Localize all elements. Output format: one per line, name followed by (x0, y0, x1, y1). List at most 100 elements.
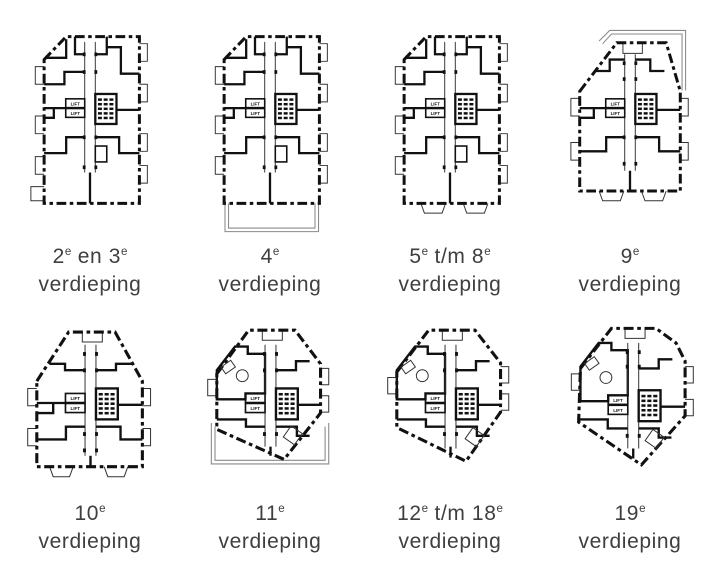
stair-hatch (97, 98, 102, 102)
balcony-tab (680, 98, 689, 117)
stair-hatch (283, 117, 288, 120)
stair-hatch (284, 393, 289, 396)
floor-label-line2: verdieping (398, 529, 502, 553)
stair-hatch (283, 98, 288, 102)
lift-box (244, 108, 266, 119)
balcony-tab (386, 377, 397, 395)
stair-hatch (640, 399, 646, 403)
stair-hatch (278, 402, 283, 406)
stair-hatch (652, 404, 657, 408)
balcony-tab (319, 84, 328, 103)
interior-wall (275, 360, 310, 372)
stair-hatch (97, 107, 102, 111)
table-circle (415, 369, 429, 383)
stair-hatch (97, 103, 102, 106)
stair-hatch (469, 98, 474, 102)
ordinal-sup: e (64, 246, 72, 259)
furniture-rect (583, 356, 600, 372)
stair-hatch (470, 398, 475, 401)
stair-hatch (109, 103, 114, 106)
stair-hatch (463, 107, 468, 111)
balcony-tab (206, 379, 217, 397)
balcony-tab (684, 366, 694, 384)
interior-wall (95, 425, 142, 441)
interior-wall (466, 46, 500, 76)
interior-wall (455, 37, 468, 56)
outline-wall (578, 41, 682, 193)
corridor-tick (442, 432, 446, 437)
stair-hatch (289, 103, 294, 106)
balcony-tab (570, 142, 580, 162)
interior-wall (405, 39, 428, 60)
lift-box (64, 393, 86, 404)
corridor-tick (622, 77, 626, 82)
balcony-tab (319, 133, 328, 153)
stair-hatch (104, 402, 109, 406)
balcony-tab (261, 330, 283, 342)
outline-wall (34, 330, 144, 469)
lift-box (64, 98, 86, 109)
floor-label-line1: 10e (74, 502, 106, 526)
highlight-area (215, 345, 266, 401)
lift-box (244, 403, 266, 414)
stair-hatch (109, 98, 114, 102)
stair-hatch (457, 98, 462, 102)
interior-wall (95, 136, 140, 155)
corridor-tick (82, 352, 86, 357)
stair-hatch (637, 103, 642, 106)
interior-wall (635, 136, 681, 153)
floor-label-line2: verdieping (38, 272, 142, 296)
stair-hatch (646, 404, 651, 408)
lift-label: LIFT (613, 398, 623, 403)
floor-label: 11e verdieping (219, 500, 322, 555)
stair-hatch (464, 398, 469, 401)
stair-hatch (469, 117, 474, 120)
balcony-tab (34, 156, 45, 176)
balcony-tab (319, 43, 328, 63)
stair-hatch (98, 393, 103, 396)
stair-hatch (470, 402, 475, 406)
corridor-tick (637, 350, 641, 355)
stair-hatch (463, 103, 468, 106)
interior-wall (455, 360, 490, 372)
lift-box (424, 98, 446, 109)
stair-hatch (637, 107, 642, 111)
balcony-tab (394, 156, 405, 176)
interior-wall (216, 418, 265, 429)
balcony-tab (139, 165, 148, 184)
balcony-tab (320, 395, 329, 414)
stair-hatch (649, 107, 654, 111)
corridor-tick (454, 165, 458, 170)
corridor-tick (82, 432, 86, 437)
outline-wall (42, 35, 141, 206)
lift-label: LIFT (71, 111, 81, 116)
stair-hatch (109, 117, 114, 120)
interior-wall (95, 363, 133, 372)
interior-wall (455, 425, 490, 438)
stair-hatch (637, 98, 642, 102)
stair-hatch (649, 103, 654, 106)
balcony-tab (139, 43, 148, 63)
lift-box (64, 403, 86, 414)
stair-hatch (458, 402, 463, 406)
interior-wall (638, 358, 672, 371)
lift-box (604, 98, 626, 109)
stair-hatch (463, 112, 468, 116)
balcony-tab (320, 368, 329, 386)
interior-wall (275, 37, 288, 56)
interior-wall (635, 58, 665, 73)
corridor-tick (637, 365, 641, 370)
floor-label: 2e en 3e verdieping (39, 243, 142, 298)
small-room (463, 427, 485, 448)
floor-label-line1: 2e en 3e (52, 245, 128, 269)
interior-wall (596, 58, 625, 73)
floor-label-line1: 5e t/m 8e (409, 245, 491, 269)
corridor-tick (634, 77, 638, 82)
stair-hatch (284, 398, 289, 401)
balcony-tab (598, 191, 625, 202)
